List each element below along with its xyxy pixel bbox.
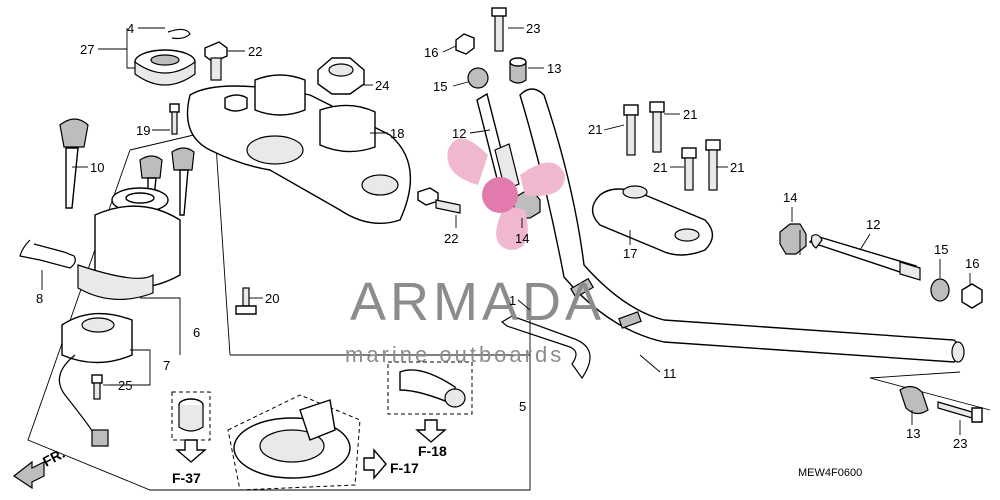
label-16-top: 16 (424, 45, 438, 60)
diagram-code: MEW4F0600 (798, 467, 862, 479)
switch-unit (58, 312, 133, 447)
label-8: 8 (36, 291, 43, 306)
label-13-bottom: 13 (906, 426, 920, 441)
bar-end-weight-top (509, 57, 527, 84)
holder-bolts (623, 101, 721, 191)
bar-end-weight-bottom (899, 385, 929, 415)
label-27: 27 (80, 42, 94, 57)
screw-25 (91, 374, 103, 400)
label-25: 25 (118, 378, 132, 393)
label-15-right: 15 (934, 242, 948, 257)
stem-top-nut (317, 57, 365, 95)
watermark-logo (447, 138, 565, 250)
ref-f18: F-18 (418, 443, 447, 459)
screw-19 (169, 103, 180, 135)
fuel-cap-lock (171, 391, 211, 441)
label-1: 1 (509, 293, 516, 308)
label-13-top: 13 (547, 61, 561, 76)
bolt-top (204, 41, 228, 81)
bolt-23-bottom (937, 401, 983, 423)
label-20: 20 (265, 291, 279, 306)
label-21-d: 21 (730, 160, 744, 175)
ref-f17: F-17 (390, 460, 419, 476)
handlebar (519, 88, 965, 363)
ref-f37: F-37 (172, 470, 201, 486)
label-7: 7 (163, 358, 170, 373)
bracket-8 (19, 239, 76, 269)
label-21-b: 21 (683, 107, 697, 122)
clip-16 (455, 33, 475, 55)
seat-lock (387, 361, 473, 415)
snap-ring (167, 28, 191, 40)
label-22-top: 22 (248, 44, 262, 59)
label-14-center: 14 (515, 231, 529, 246)
ignition-switch (77, 187, 181, 301)
label-16-right: 16 (965, 256, 979, 271)
part-labels: 4 27 22 24 19 18 10 8 20 6 7 25 5 23 16 … (36, 21, 979, 451)
assembly-lines (799, 230, 991, 411)
front-arrow (12, 460, 45, 490)
label-15-top: 15 (433, 79, 447, 94)
watermark-title: ARMADA (350, 272, 605, 332)
label-14-right: 14 (783, 190, 797, 205)
label-24: 24 (375, 78, 389, 93)
grommet-15-top (467, 67, 489, 89)
label-19: 19 (136, 123, 150, 138)
handlebar-holder (591, 185, 714, 256)
bolt-23-top (491, 7, 507, 52)
leader-lines (41, 27, 971, 435)
top-bridge (186, 74, 412, 225)
bolt-20 (235, 287, 257, 315)
wire-clamp (500, 315, 591, 380)
label-23-bottom: 23 (953, 436, 967, 451)
grommet-15-right (930, 278, 950, 302)
steering-stem-nut (134, 49, 196, 86)
label-21-a: 21 (588, 122, 602, 137)
clip-16-right (961, 283, 983, 309)
label-5: 5 (519, 399, 526, 414)
label-11: 11 (663, 366, 677, 381)
label-4: 4 (127, 21, 134, 36)
label-6: 6 (193, 325, 200, 340)
fuel-cap (227, 394, 361, 491)
label-18: 18 (390, 126, 404, 141)
label-21-c: 21 (653, 160, 667, 175)
label-12-right: 12 (866, 217, 880, 232)
watermark-subtitle: marine outboards (345, 342, 564, 367)
inner-weight-12-right (808, 234, 921, 281)
bolt-22-center (417, 187, 461, 214)
label-17: 17 (623, 246, 637, 261)
key (59, 118, 89, 209)
label-10: 10 (90, 160, 104, 175)
nut-14-right (779, 223, 807, 255)
label-23-top: 23 (526, 21, 540, 36)
label-12-top: 12 (452, 126, 466, 141)
label-22-center: 22 (444, 231, 458, 246)
reference-arrows (175, 419, 447, 480)
